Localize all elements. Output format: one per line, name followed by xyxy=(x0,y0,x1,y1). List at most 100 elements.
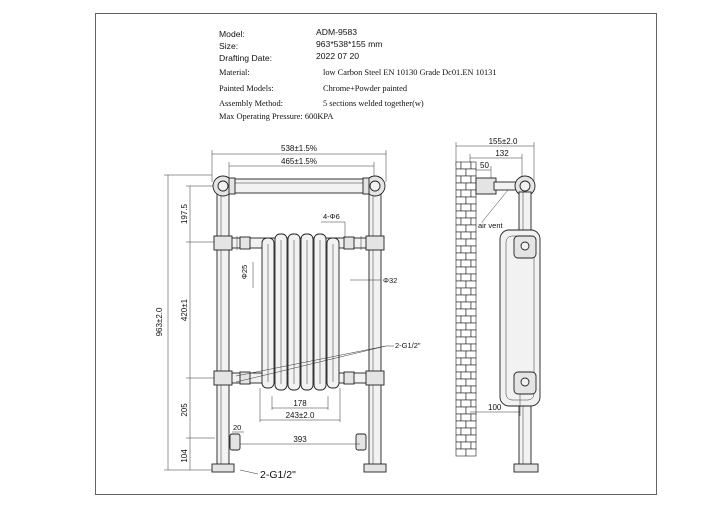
brick xyxy=(460,189,472,198)
brick xyxy=(460,399,472,408)
brick xyxy=(455,434,467,443)
brick xyxy=(465,350,477,359)
brick xyxy=(465,280,477,289)
brick xyxy=(460,259,472,268)
brick xyxy=(470,385,477,394)
brick xyxy=(455,224,467,233)
brick xyxy=(465,336,477,345)
brick xyxy=(465,224,477,233)
brick xyxy=(455,252,467,261)
brick xyxy=(455,175,462,184)
brick xyxy=(470,413,477,422)
brick xyxy=(455,357,462,366)
right-leg xyxy=(368,185,382,469)
right-valve xyxy=(355,433,367,451)
brick xyxy=(460,343,472,352)
brick xyxy=(455,364,467,373)
brick xyxy=(460,231,472,240)
brick xyxy=(455,245,462,254)
brick xyxy=(455,308,467,317)
brick xyxy=(455,378,467,387)
brick xyxy=(465,294,477,303)
brick xyxy=(470,273,477,282)
brick xyxy=(455,273,462,282)
brick xyxy=(455,392,467,401)
brick xyxy=(465,406,477,415)
painted-models-value: Chrome+Powder painted xyxy=(323,84,408,93)
label-valve: 2-G1/2" xyxy=(260,469,296,481)
dim-connector: 4-Φ6 xyxy=(323,212,340,221)
brick xyxy=(455,322,467,331)
brick xyxy=(470,175,477,184)
left-leg xyxy=(216,185,230,469)
model-label: Model: xyxy=(219,29,245,39)
dim-bottom-section: 205 xyxy=(180,403,189,417)
painted-models-label: Painted Models: xyxy=(219,84,274,93)
brick xyxy=(455,399,462,408)
brick xyxy=(470,203,477,212)
brick xyxy=(465,238,477,247)
brick xyxy=(460,287,472,296)
dim-foot: 104 xyxy=(180,449,189,463)
brick xyxy=(455,238,467,247)
dim-top-section: 197.5 xyxy=(180,203,189,224)
right-foot xyxy=(363,463,387,473)
left-valve xyxy=(229,433,241,451)
model-value: ADM-9583 xyxy=(316,27,358,37)
dim-col-outer: 243±2.0 xyxy=(286,411,315,420)
brick xyxy=(470,371,477,380)
brick xyxy=(455,287,462,296)
brick xyxy=(460,441,472,450)
brick xyxy=(465,210,477,219)
brick-wall xyxy=(455,161,477,457)
dim-col-inner: 178 xyxy=(293,399,307,408)
brick xyxy=(460,413,472,422)
brick xyxy=(455,350,467,359)
brick xyxy=(470,399,477,408)
dim-bottom: 100 xyxy=(488,403,502,412)
brick xyxy=(460,385,472,394)
size-label: Size: xyxy=(219,41,239,51)
brick xyxy=(455,406,467,415)
drafting-date-value: 2022 07 20 xyxy=(316,51,360,61)
brick xyxy=(465,308,477,317)
brick xyxy=(465,434,477,443)
brick xyxy=(455,189,462,198)
brick xyxy=(455,161,462,170)
brick xyxy=(455,413,462,422)
brick xyxy=(470,427,477,436)
brick xyxy=(465,392,477,401)
brick xyxy=(465,266,477,275)
brick xyxy=(460,245,472,254)
dim-column-height: 420±1 xyxy=(180,298,189,321)
brick xyxy=(455,315,462,324)
brick xyxy=(460,301,472,310)
brick xyxy=(455,217,462,226)
brick xyxy=(470,245,477,254)
brick xyxy=(470,161,477,170)
brick xyxy=(470,217,477,226)
brick xyxy=(455,182,467,191)
top-rail xyxy=(224,178,374,194)
dim-tube: Φ25 xyxy=(240,265,249,279)
brick xyxy=(465,168,477,177)
dim-depth-inner: 132 xyxy=(495,149,509,158)
brick xyxy=(470,329,477,338)
brick xyxy=(470,231,477,240)
dim-thread: 2-G1/2" xyxy=(395,341,421,350)
size-value: 963*538*155 mm xyxy=(316,39,383,49)
max-pressure-label: Max Operating Pressure: 600KPA xyxy=(219,112,334,121)
brick xyxy=(460,427,472,436)
brick xyxy=(460,217,472,226)
side-view: 155±2.0 132 50 air vent xyxy=(455,137,541,473)
brick xyxy=(470,259,477,268)
radiator-columns xyxy=(261,233,340,391)
brick xyxy=(460,371,472,380)
brick xyxy=(470,357,477,366)
brick xyxy=(470,343,477,352)
brick xyxy=(455,203,462,212)
brick xyxy=(455,427,462,436)
brick xyxy=(455,371,462,380)
